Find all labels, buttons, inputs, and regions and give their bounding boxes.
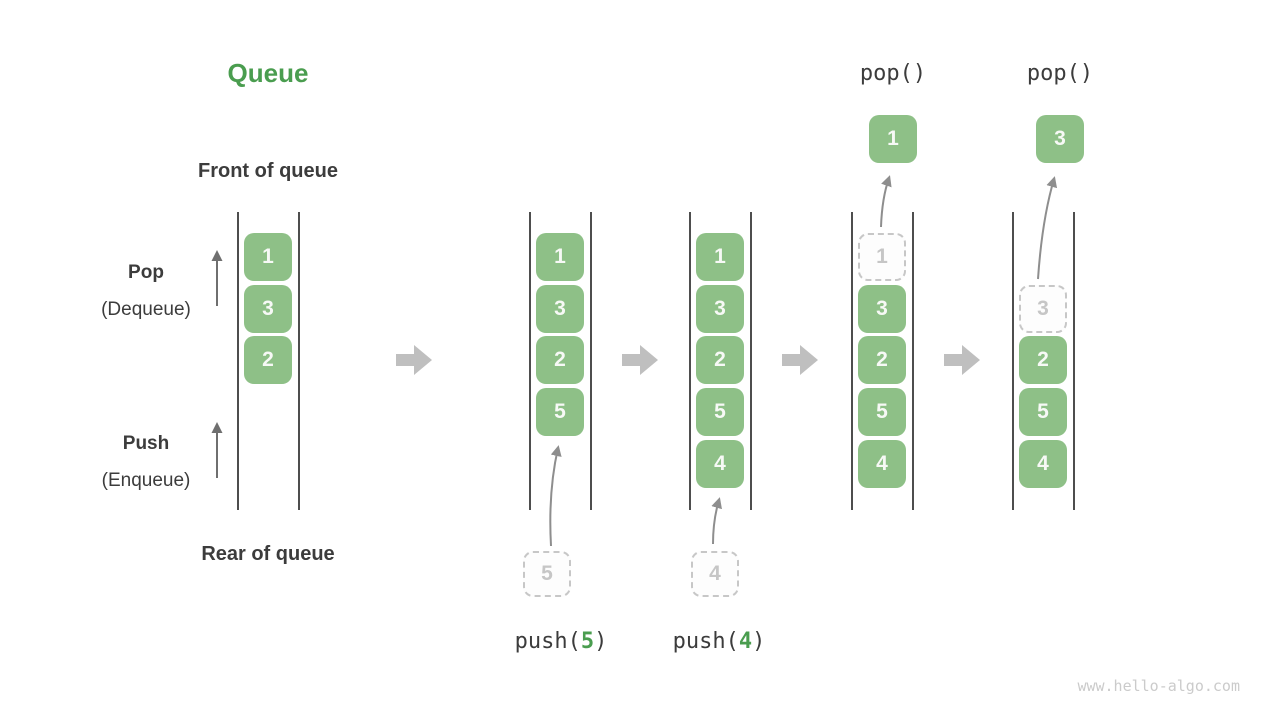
transition-arrow-icon <box>782 345 818 375</box>
queue-cell: 3 <box>696 285 744 333</box>
queue-wall-left <box>237 212 239 510</box>
queue-cell: 2 <box>1019 336 1067 384</box>
queue-cell: 2 <box>244 336 292 384</box>
queue-cell: 4 <box>858 440 906 488</box>
pop-call-label: pop() <box>859 61 927 86</box>
front-of-queue-label: Front of queue <box>198 160 338 182</box>
queue-cell: 4 <box>1019 440 1067 488</box>
push-call-suffix: ) <box>594 629 608 654</box>
push-arrow-icon <box>549 445 562 547</box>
queue-cell: 2 <box>858 336 906 384</box>
queue-cell: 1 <box>696 233 744 281</box>
queue-wall-left <box>1012 212 1014 510</box>
push-call-label: push(5) <box>491 629 631 654</box>
push-label: Push <box>122 433 170 454</box>
pop-arrow-icon <box>1037 176 1058 280</box>
queue-wall-right <box>1073 212 1075 510</box>
transition-arrow-icon <box>622 345 658 375</box>
queue-wall-left <box>851 212 853 510</box>
enqueue-label: (Enqueue) <box>101 470 191 491</box>
transition-arrow-icon <box>396 345 432 375</box>
popped-cell: 1 <box>869 115 917 163</box>
queue-wall-left <box>529 212 531 510</box>
pop-label-group: Pop (Dequeue) <box>81 254 211 328</box>
queue-cell: 5 <box>696 388 744 436</box>
queue-cell: 1 <box>244 233 292 281</box>
push-label-group: Push (Enqueue) <box>81 425 211 499</box>
queue-cell: 3 <box>858 285 906 333</box>
ghost-cell: 1 <box>858 233 906 281</box>
queue-cell: 5 <box>536 388 584 436</box>
incoming-cell: 5 <box>523 551 571 597</box>
queue-cell: 2 <box>536 336 584 384</box>
queue-wall-right <box>750 212 752 510</box>
queue-wall-right <box>298 212 300 510</box>
queue-cell: 2 <box>696 336 744 384</box>
popped-cell: 3 <box>1036 115 1084 163</box>
pop-label: Pop <box>128 262 164 283</box>
ghost-cell: 3 <box>1019 285 1067 333</box>
queue-cell: 3 <box>536 285 584 333</box>
watermark: www.hello-algo.com <box>1077 677 1240 695</box>
queue-wall-left <box>689 212 691 510</box>
queue-cell: 3 <box>244 285 292 333</box>
incoming-cell: 4 <box>691 551 739 597</box>
push-arrow-icon <box>711 497 722 545</box>
diagram-title: Queue <box>227 58 309 88</box>
queue-wall-right <box>912 212 914 510</box>
queue-cell: 4 <box>696 440 744 488</box>
queue-cell: 5 <box>858 388 906 436</box>
push-call-prefix: push( <box>514 629 581 654</box>
queue-cell: 5 <box>1019 388 1067 436</box>
queue-cell: 1 <box>536 233 584 281</box>
queue-wall-right <box>590 212 592 510</box>
pop-call-label: pop() <box>1026 61 1094 86</box>
push-call-arg: 5 <box>580 629 595 654</box>
transition-arrow-icon <box>944 345 980 375</box>
push-call-label: push(4) <box>649 629 789 654</box>
dequeue-label: (Dequeue) <box>101 299 191 320</box>
push-call-suffix: ) <box>752 629 766 654</box>
rear-of-queue-label: Rear of queue <box>201 543 335 565</box>
push-call-prefix: push( <box>672 629 739 654</box>
push-call-arg: 4 <box>738 629 753 654</box>
pop-arrow-icon <box>880 175 892 228</box>
